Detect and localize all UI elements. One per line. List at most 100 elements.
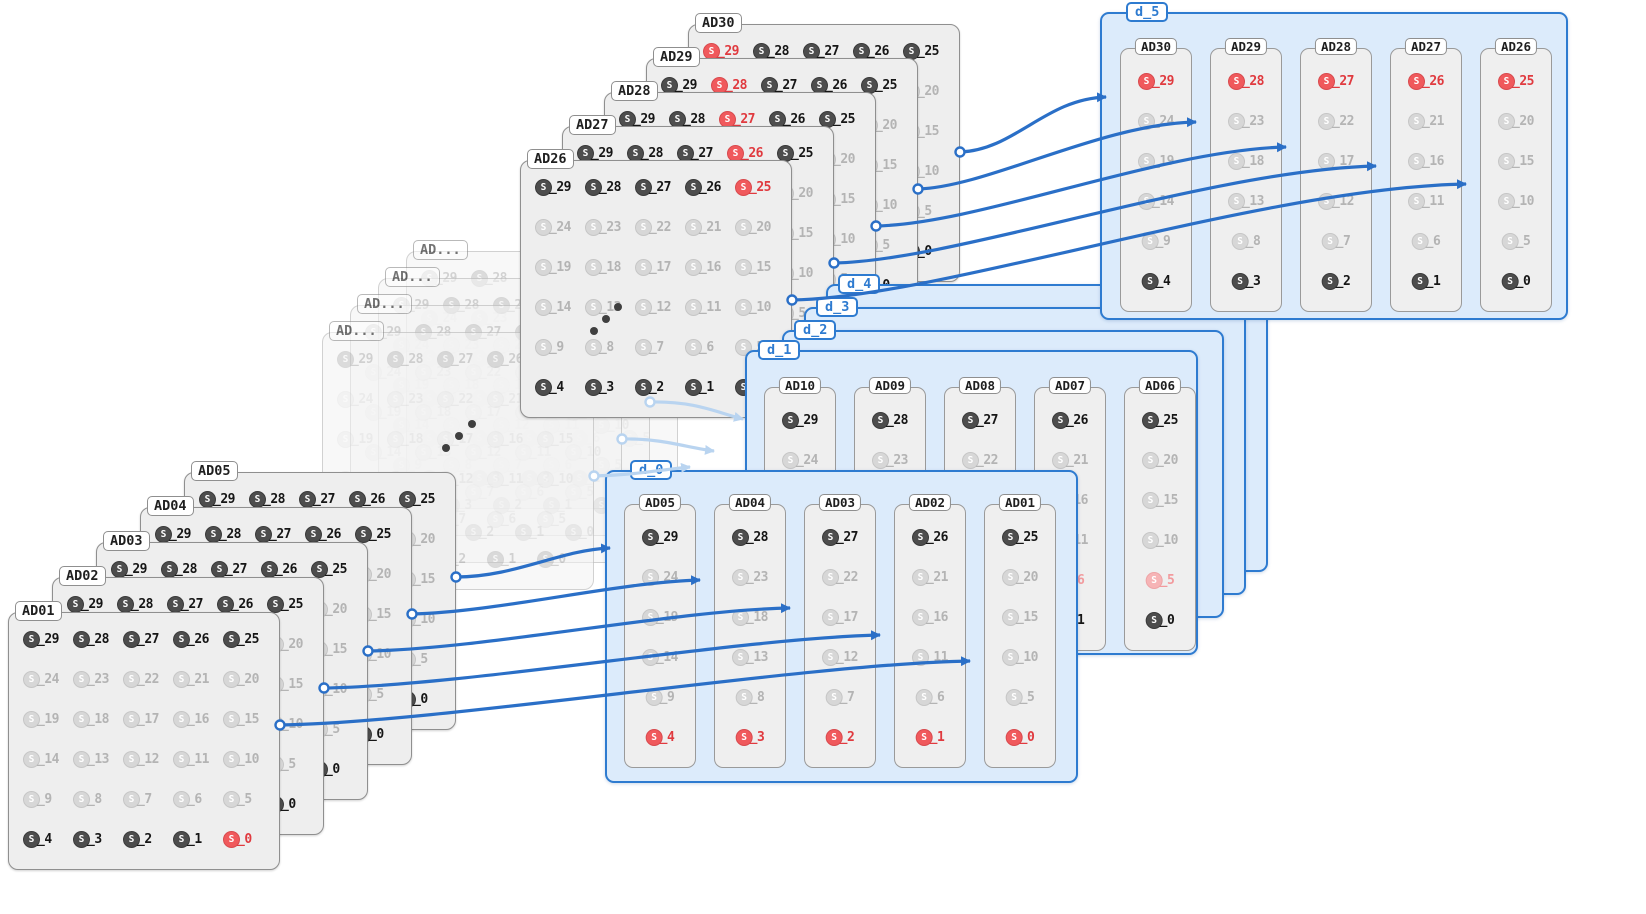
token-label: _21: [1066, 452, 1088, 468]
token-circle-icon: S: [487, 390, 504, 408]
token-label: _22: [836, 569, 858, 585]
card-tab: AD26: [527, 149, 574, 169]
token-label: _12: [1332, 193, 1354, 209]
token-S_11: S_11: [173, 749, 209, 769]
token-S_17: S_17: [1318, 151, 1354, 171]
token-label: _2: [839, 729, 855, 745]
token-label: _14: [37, 751, 59, 767]
token-label: _27: [181, 596, 203, 612]
token-label: _2: [137, 831, 152, 847]
token-S_6: S_6: [173, 789, 202, 809]
token-circle-icon: S: [537, 470, 554, 488]
token-S_27: S_27: [822, 527, 858, 547]
card-tab: AD01: [15, 601, 62, 621]
token-label: _20: [1016, 569, 1038, 585]
token-S_10: S_10: [537, 469, 573, 489]
token-label: _14: [656, 649, 678, 665]
token-circle-icon: S: [487, 430, 504, 448]
token-S_1: S_1: [173, 829, 202, 849]
token-label: _20: [413, 531, 435, 547]
column-header: AD05: [638, 494, 682, 511]
token-label: _13: [599, 299, 621, 315]
token-S_0: S_0: [1005, 727, 1035, 747]
token-S_26: S_26: [173, 629, 209, 649]
token-S_27: S_27: [299, 489, 335, 509]
token-S_13: S_13: [73, 749, 109, 769]
token-circle-icon: S: [387, 430, 404, 448]
token-label: _3: [87, 831, 102, 847]
token-label: _21: [1422, 113, 1444, 129]
token-S_29: S_29: [111, 559, 147, 579]
token-label: _9: [37, 791, 52, 807]
token-S_15: S_15: [223, 709, 259, 729]
token-label: _25: [917, 43, 939, 59]
token-S_7: S_7: [825, 687, 855, 707]
column-header: AD07: [1048, 377, 1092, 394]
token-S_13: S_13: [1228, 191, 1264, 211]
token-label: _25: [749, 179, 771, 195]
token-label: _2: [649, 379, 664, 395]
token-circle-icon: S: [337, 350, 354, 368]
token-S_4: S_4: [23, 829, 52, 849]
token-circle-icon: S: [537, 430, 554, 448]
token-label: _1: [699, 379, 714, 395]
token-S_2: S_2: [825, 727, 855, 747]
token-label: _5: [281, 756, 296, 772]
token-S_29: S_29: [23, 629, 59, 649]
token-S_2: S_2: [123, 829, 152, 849]
token-S_12: S_12: [635, 297, 671, 317]
token-label: _18: [746, 609, 768, 625]
token-label: _29: [549, 179, 571, 195]
token-label: _25: [791, 145, 813, 161]
token-label: _20: [749, 219, 771, 235]
token-label: _11: [187, 751, 209, 767]
token-label: _20: [875, 117, 897, 133]
token-S_8: S_8: [73, 789, 102, 809]
card-tab: AD03: [103, 531, 150, 551]
token-label: _17: [836, 609, 858, 625]
token-S_28: S_28: [117, 594, 153, 614]
token-label: _23: [746, 569, 768, 585]
token-label: _10: [413, 611, 435, 627]
token-label: _10: [917, 163, 939, 179]
card-tab: AD30: [695, 13, 742, 33]
token-label: _17: [451, 431, 473, 447]
token-label: _12: [137, 751, 159, 767]
token-S_22: S_22: [962, 450, 998, 470]
token-S_7: S_7: [123, 789, 152, 809]
column-header: AD28: [1314, 38, 1358, 55]
token-circle-icon: S: [337, 430, 354, 448]
token-circle-icon: S: [437, 350, 454, 368]
token-label: _3: [599, 379, 614, 395]
token-label: _0: [369, 726, 384, 742]
token-circle-icon: S: [387, 390, 404, 408]
token-label: _15: [413, 571, 435, 587]
token-S_25: S_25: [903, 41, 939, 61]
token-S_28: S_28: [205, 524, 241, 544]
token-S_27: S_27: [635, 177, 671, 197]
token-label: _22: [137, 671, 159, 687]
token-label: _21: [699, 219, 721, 235]
token-label: _27: [649, 179, 671, 195]
token-S_24: S_24: [23, 669, 59, 689]
token-label: _6: [187, 791, 202, 807]
token-S_3: S_3: [73, 829, 102, 849]
token-label: _6: [1425, 233, 1441, 249]
token-S_19: S_19: [337, 429, 373, 449]
token-label: _25: [281, 596, 303, 612]
token-S_27: S_27: [962, 410, 998, 430]
token-S_26: S_26: [1052, 410, 1088, 430]
token-S_29: S_29: [619, 109, 655, 129]
token-S_23: S_23: [387, 389, 423, 409]
token-label: _18: [1242, 153, 1264, 169]
token-label: _27: [451, 351, 473, 367]
token-label: _15: [325, 641, 347, 657]
token-label: _7: [839, 689, 855, 705]
card-tab: AD04: [147, 496, 194, 516]
column-header: AD08: [958, 377, 1002, 394]
token-S_25: S_25: [1498, 71, 1534, 91]
token-label: _29: [796, 412, 818, 428]
token-label: _12: [451, 471, 473, 487]
